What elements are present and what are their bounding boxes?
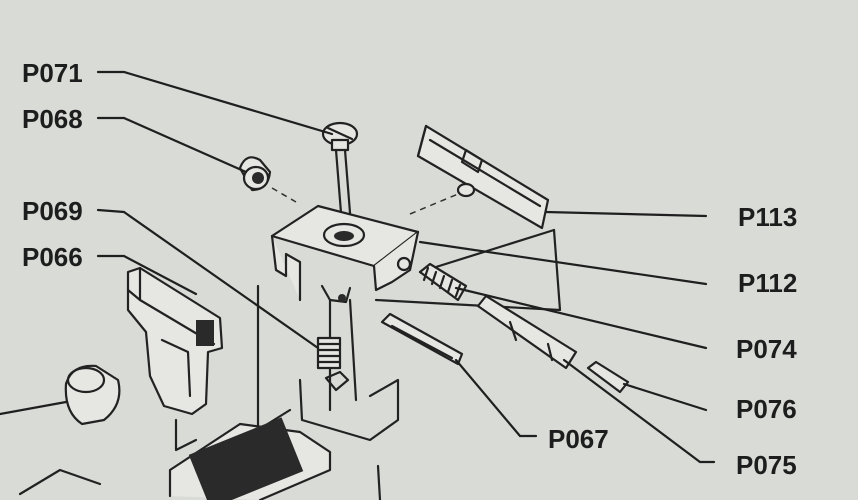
leader-lines: [0, 70, 716, 464]
label-p113: P113: [738, 202, 797, 232]
part-p074-spring: [418, 262, 468, 302]
part-p113-plate: [409, 124, 550, 230]
part-p066-clip: [126, 266, 224, 416]
part-p069-spring: [316, 336, 350, 392]
leader-p076: [622, 382, 708, 412]
part-p076-pin: [586, 360, 630, 394]
leader-p071: [96, 70, 334, 136]
leader-p067: [454, 358, 538, 438]
label-p075: P075: [736, 450, 797, 480]
leader-p074: [454, 286, 708, 350]
label-p076: P076: [736, 394, 797, 424]
leader-p075: [562, 358, 716, 464]
leader-p068: [96, 116, 248, 174]
part-p075-rod: [476, 294, 578, 370]
label-p068: P068: [22, 104, 83, 134]
label-p069: P069: [22, 196, 83, 226]
leader-p113: [544, 210, 708, 218]
part-base-assembly: [18, 417, 332, 500]
label-p071: P071: [22, 58, 83, 88]
leader-p066: [96, 254, 198, 296]
part-p112-bracket: [270, 204, 420, 304]
part-knob: [64, 364, 121, 426]
leader-p112: [418, 240, 708, 286]
part-labels: P071 P068 P069 P066 P113 P112 P074 P076 …: [22, 58, 797, 480]
leader-p069: [96, 208, 320, 350]
label-p066: P066: [22, 242, 83, 272]
label-p074: P074: [736, 334, 797, 364]
leader-knob: [0, 400, 68, 416]
label-p112: P112: [738, 268, 797, 298]
part-p068-washer: [238, 156, 297, 203]
part-p067-lever: [380, 312, 464, 366]
label-p067: P067: [548, 424, 609, 454]
